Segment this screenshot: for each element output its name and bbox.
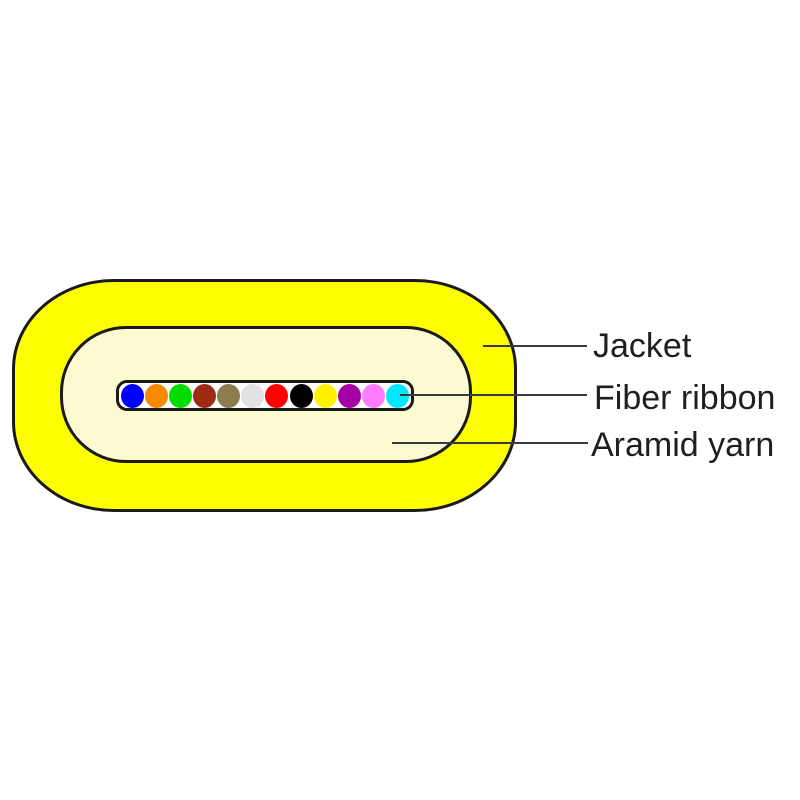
fiber-dot-brown [193, 383, 217, 408]
fiber-ribbon-leader-line [400, 394, 587, 396]
fiber-dot-rose [361, 383, 385, 408]
fiber-dot-blue [121, 383, 145, 408]
fiber-ribbon [116, 380, 414, 411]
jacket-leader-line [483, 345, 587, 347]
fiber-dot-slate [217, 383, 241, 408]
label-aramid-yarn: Aramid yarn [591, 426, 775, 464]
fiber-dot-red [265, 383, 289, 408]
fiber-dot-orange [145, 383, 169, 408]
aramid-yarn-leader-line [392, 442, 588, 444]
fiber-dot-aqua [385, 383, 409, 408]
label-jacket: Jacket [593, 327, 692, 365]
fiber-dot-violet [337, 383, 361, 408]
label-fiber-ribbon: Fiber ribbon [594, 379, 776, 417]
fiber-dot-black [289, 383, 313, 408]
fiber-dot-yellow [313, 383, 337, 408]
fiber-dot-green [169, 383, 193, 408]
fiber-dot-white [241, 383, 265, 408]
